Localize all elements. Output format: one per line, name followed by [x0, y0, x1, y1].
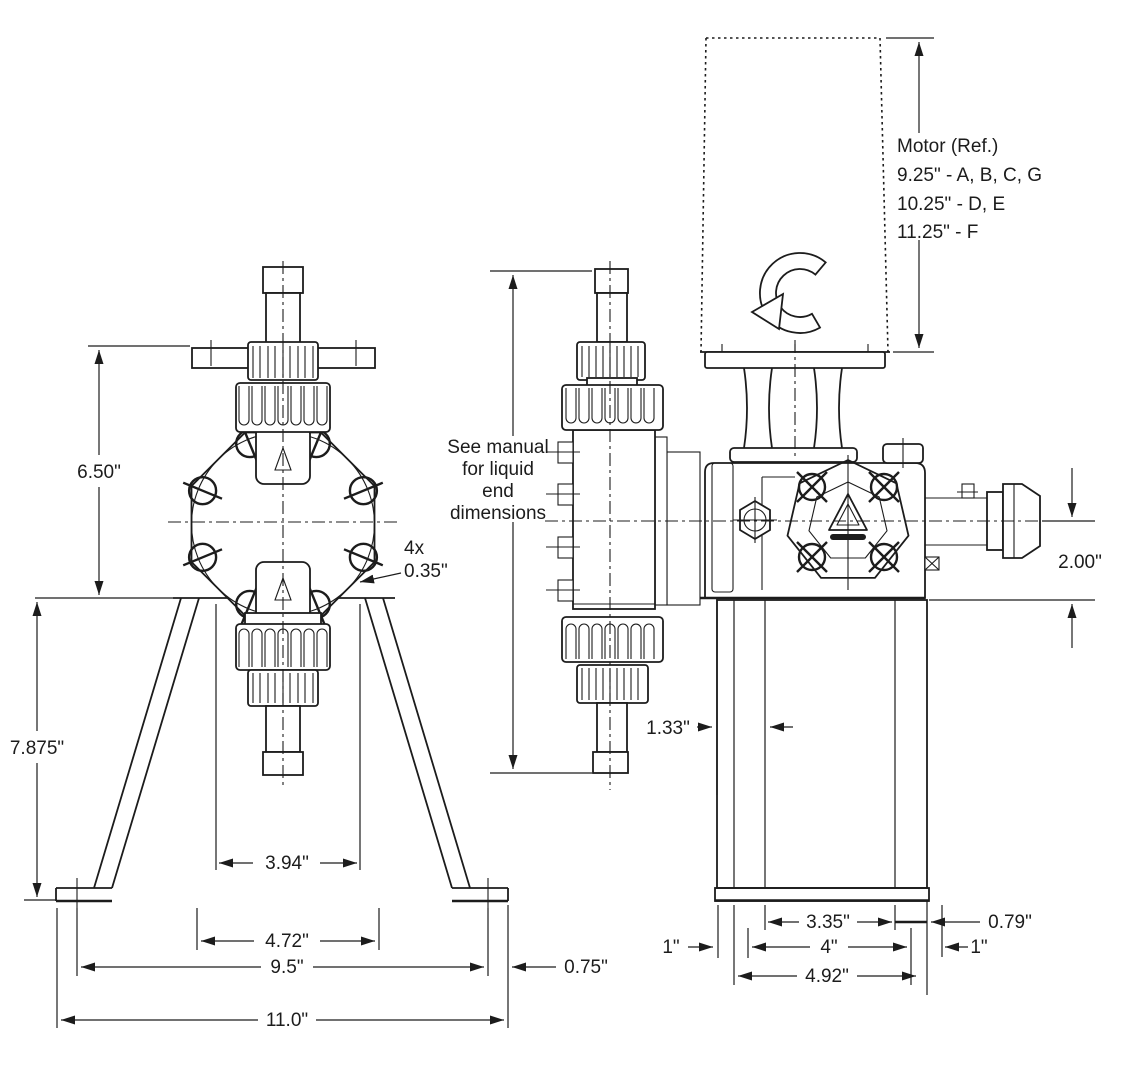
motor-ref-row2: 10.25" - D, E — [897, 194, 1005, 215]
pump-drive-housing — [700, 438, 1041, 600]
dim-7-875-label: 7.875" — [10, 738, 64, 759]
side-view — [545, 37, 1090, 902]
liquid-end-body — [572, 429, 656, 610]
side-liquid-end — [546, 268, 701, 774]
side-view-dimensions: Motor (Ref.) 9.25" - A, B, C, G 10.25" -… — [447, 37, 1102, 995]
dim-9-5-label: 9.5" — [270, 957, 303, 978]
bolt-callout-count: 4x — [404, 538, 425, 559]
motor-ref-title: Motor (Ref.) — [897, 136, 998, 157]
liquid-end-note-row2: for liquid — [462, 459, 534, 480]
motor-ref-note: Motor (Ref.) 9.25" - A, B, C, G 10.25" -… — [897, 136, 1042, 243]
front-view-dimensions: 6.50" 7.875" 3.94" 4.72" 9.5" 0.75" 11.0… — [10, 345, 608, 1031]
dim-0-75-label: 0.75" — [564, 957, 608, 978]
liquid-end-note-row3: end — [482, 481, 514, 502]
dim-1-33-label: 1.33" — [646, 718, 690, 739]
dim-6-50-label: 6.50" — [77, 462, 121, 483]
front-right-foot — [452, 878, 509, 908]
head-bolt-icons — [182, 423, 384, 625]
liquid-end-note-row1: See manual — [447, 437, 548, 458]
rotation-arrow-icon — [750, 252, 827, 334]
dim-3-35-label: 3.35" — [806, 912, 850, 933]
dim-4-label: 4" — [820, 937, 837, 958]
dim-4-92-label: 4.92" — [805, 966, 849, 987]
front-stand — [55, 597, 509, 908]
side-motor-outline — [700, 37, 890, 362]
front-left-foot — [55, 878, 112, 908]
face-bolt-icons — [796, 471, 900, 573]
motor-adapter-pedestal — [704, 340, 886, 463]
dim-1-left-label: 1" — [662, 937, 679, 958]
dim-11-0-label: 11.0" — [266, 1010, 308, 1031]
hex-plug-icon — [733, 497, 777, 543]
liquid-end-bolt-icons — [546, 441, 580, 602]
liquid-end-note: See manual for liquid end dimensions — [447, 437, 548, 524]
dim-4-72-label: 4.72" — [265, 931, 309, 952]
bolt-hole-callout: 4x 0.35" — [359, 538, 448, 584]
dim-0-79-label: 0.79" — [988, 912, 1032, 933]
liquid-end-note-row4: dimensions — [450, 503, 546, 524]
dim-1-right-label: 1" — [970, 937, 987, 958]
side-base — [714, 599, 930, 902]
brand-wordmark — [830, 534, 866, 540]
front-view — [55, 261, 509, 908]
dim-2-00-label: 2.00" — [1058, 552, 1102, 573]
vent-valve-icon — [924, 556, 940, 571]
motor-ref-row1: 9.25" - A, B, C, G — [897, 165, 1042, 186]
motor-ref-row3: 11.25" - F — [897, 222, 978, 243]
brand-triangle-logo-icon — [828, 493, 868, 540]
dim-3-94-label: 3.94" — [265, 853, 309, 874]
bolt-callout-size: 0.35" — [404, 561, 448, 582]
